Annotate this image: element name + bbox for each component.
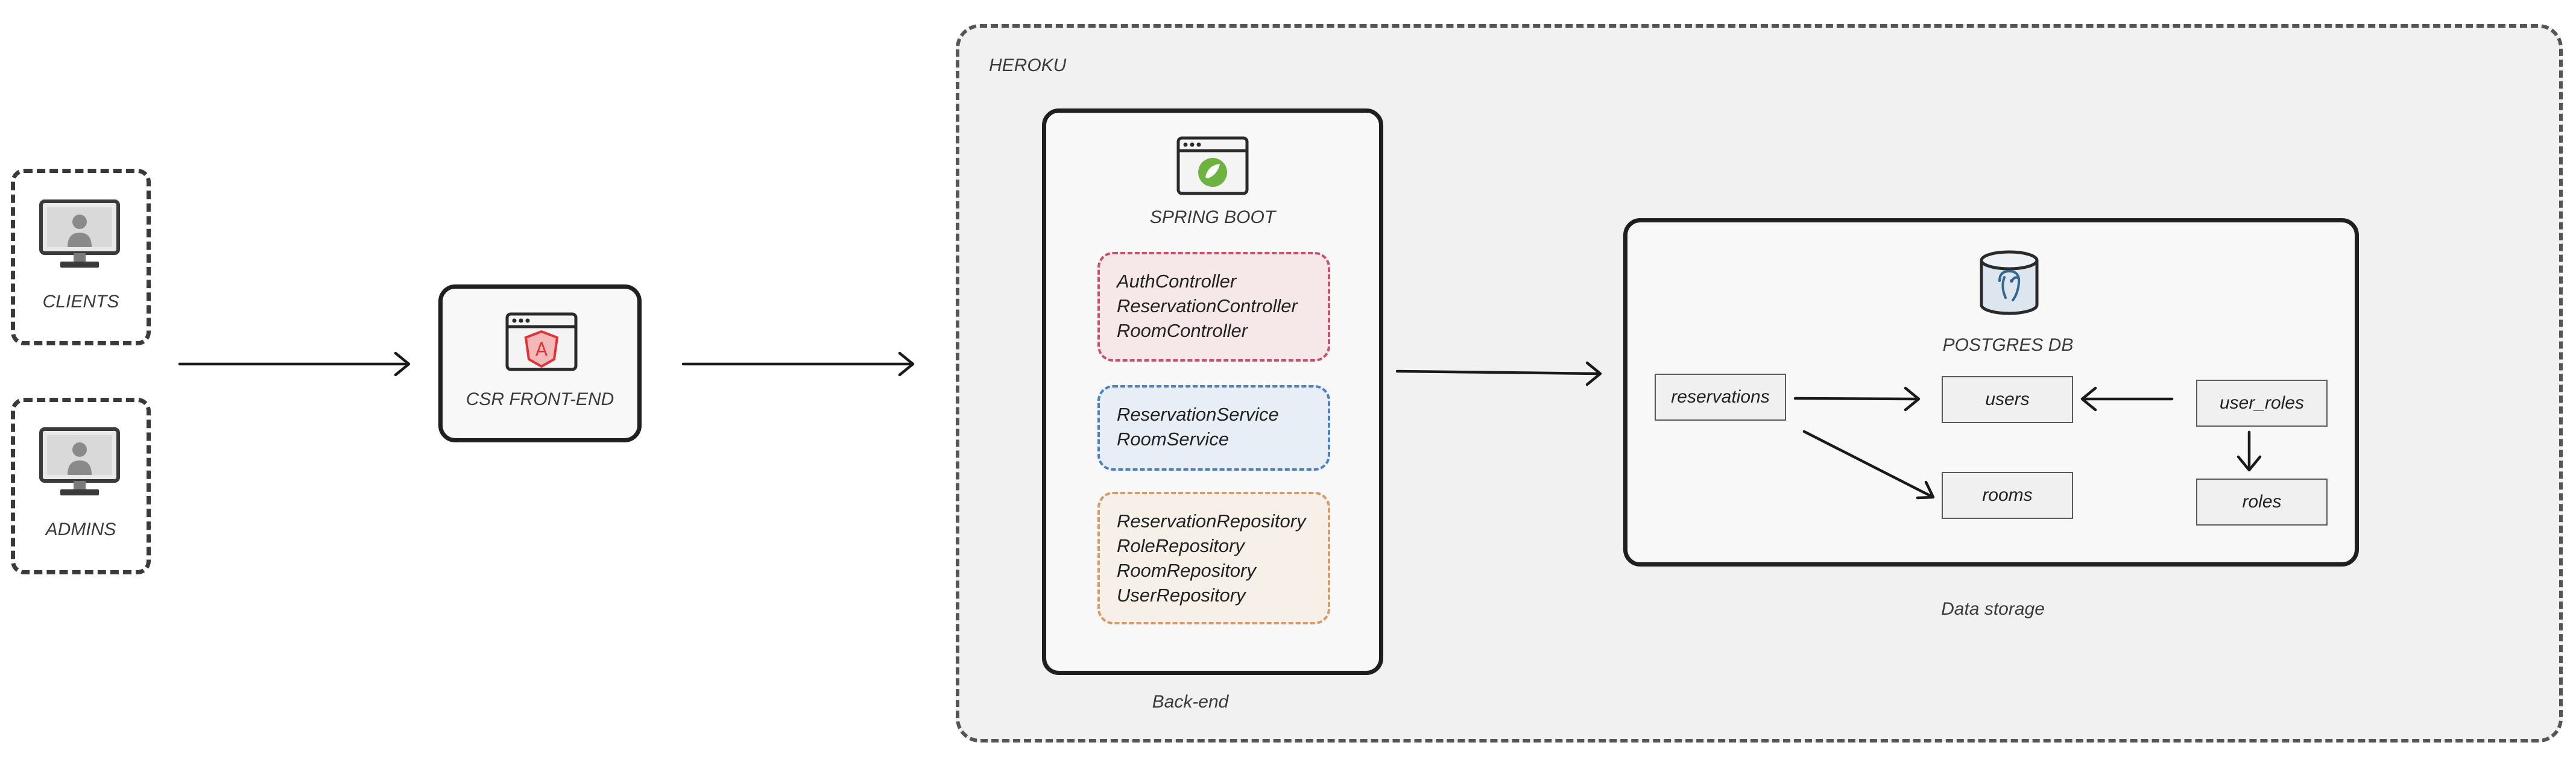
- arrow-backend-to-database: [1395, 361, 1602, 386]
- svg-text:A: A: [535, 339, 548, 360]
- table-users: users: [1942, 376, 2073, 423]
- service-item: ReservationService: [1117, 404, 1279, 425]
- repositories-group: ReservationRepository RoleRepository Roo…: [1097, 492, 1330, 624]
- clients-label: CLIENTS: [42, 292, 119, 312]
- clients-box: [11, 169, 151, 345]
- frontend-label: CSR FRONT-END: [466, 389, 614, 409]
- controller-item: RoomController: [1117, 320, 1248, 341]
- admins-box: [11, 398, 151, 574]
- angular-browser-icon: A: [505, 312, 578, 371]
- repository-item: RoomRepository: [1117, 560, 1256, 581]
- controller-item: AuthController: [1117, 271, 1237, 292]
- table-user-roles: user_roles: [2196, 380, 2328, 427]
- backend-caption: Back-end: [1152, 692, 1229, 712]
- spring-boot-label: SPRING BOOT: [1149, 207, 1276, 227]
- arrow-users-to-frontend: [178, 351, 411, 377]
- services-group: ReservationService RoomService: [1097, 385, 1330, 471]
- table-reservations: reservations: [1655, 374, 1786, 421]
- controllers-group: AuthController ReservationController Roo…: [1097, 252, 1330, 362]
- controller-item: ReservationController: [1117, 295, 1298, 316]
- heroku-label: HEROKU: [989, 55, 1067, 75]
- table-rooms: rooms: [1942, 472, 2073, 519]
- postgres-label: POSTGRES DB: [1942, 335, 2074, 355]
- spring-browser-icon: [1176, 136, 1249, 195]
- arrow-user-roles-to-users: [2080, 386, 2174, 412]
- table-roles: roles: [2196, 479, 2328, 526]
- admins-label: ADMINS: [45, 520, 116, 539]
- storage-caption: Data storage: [1941, 599, 2045, 619]
- monitor-icon: [39, 427, 120, 495]
- arrow-frontend-to-backend: [681, 351, 915, 377]
- postgres-db-icon: [1980, 250, 2039, 315]
- arrow-reservations-to-users: [1793, 386, 1921, 412]
- arrow-reservations-to-rooms: [1802, 430, 1935, 500]
- service-item: RoomService: [1117, 429, 1230, 450]
- repository-item: UserRepository: [1117, 585, 1246, 606]
- monitor-icon: [39, 199, 120, 268]
- arrow-user-roles-to-roles: [2237, 430, 2262, 472]
- repository-item: ReservationRepository: [1117, 510, 1306, 532]
- repository-item: RoleRepository: [1117, 535, 1245, 556]
